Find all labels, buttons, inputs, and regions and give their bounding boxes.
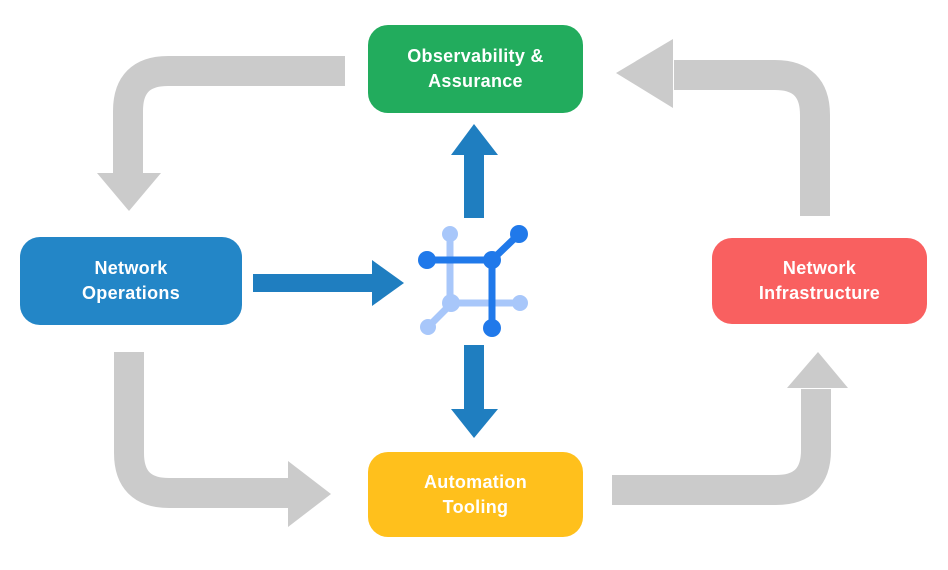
node-network-operations-label: Network Operations [81,258,181,303]
node-network-infrastructure-label: Network Infrastructure [758,258,881,303]
arrow-operations-to-automation-head [288,461,331,527]
core-arrows [253,124,498,438]
arrow-core-to-observability-head [451,124,498,155]
node-observability-assurance: Observability & Assurance [368,25,583,113]
mesh-node-top-right [510,225,528,243]
cycle-arrows [97,39,848,527]
arrow-infrastructure-to-observability-head [616,39,673,108]
mesh-node-top [442,226,458,242]
node-observability-assurance-label: Observability & Assurance [407,46,544,91]
arrow-automation-to-infrastructure-head [787,352,848,388]
mesh-node-right [512,295,528,311]
mesh-node-left [418,251,436,269]
arrow-core-to-automation-head [451,409,498,438]
mesh-node-corner-tr [483,251,501,269]
node-network-operations: Network Operations [20,237,242,325]
node-automation-tooling-label: Automation Tooling [424,471,527,517]
arrow-observability-to-operations [113,56,345,174]
arrow-automation-to-infrastructure [612,389,831,505]
arrow-operations-to-core-head [372,260,404,306]
node-automation-tooling: Automation Tooling [368,452,583,537]
mesh-node-corner-bl [442,294,460,312]
mesh-node-bottom [483,319,501,337]
arrow-observability-to-operations-head [97,173,161,211]
mesh-node-bottom-left [420,319,436,335]
arrow-operations-to-automation [114,352,289,508]
network-mesh-icon [418,225,528,337]
arrow-infrastructure-to-observability [674,60,830,216]
node-network-infrastructure: Network Infrastructure [712,238,927,324]
